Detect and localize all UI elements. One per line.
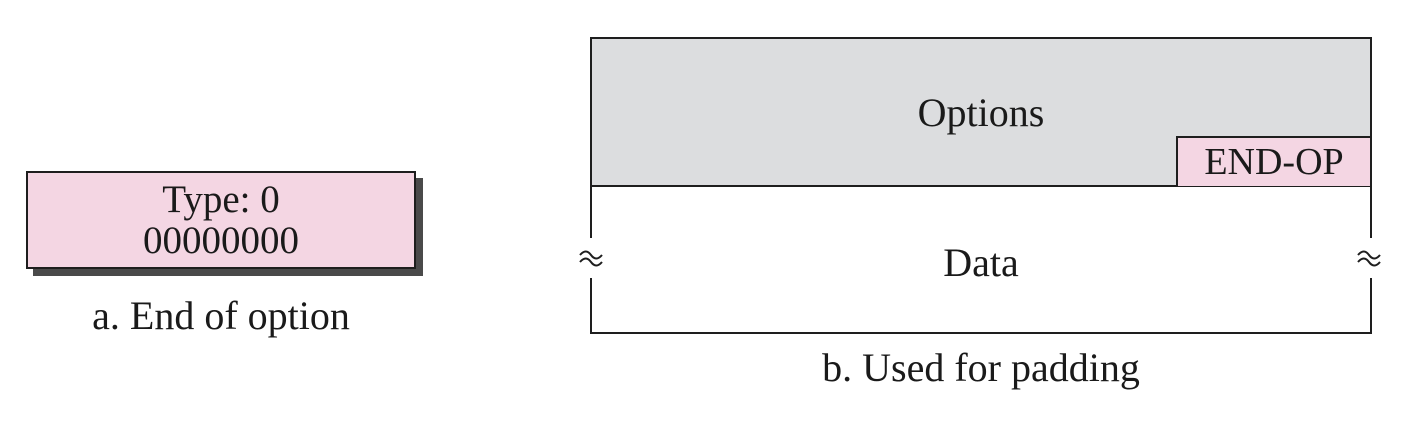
break-mark-left-icon [576, 238, 606, 278]
options-band [592, 39, 1370, 187]
caption-used-for-padding: b. Used for padding [822, 345, 1140, 390]
bits-line: 00000000 [143, 219, 299, 262]
type-line: Type: 0 [162, 178, 280, 221]
end-option-box: Type: 0 00000000 [26, 171, 416, 269]
data-label: Data [943, 240, 1019, 285]
datagram-frame: Options END-OP Data [590, 37, 1372, 334]
options-label: Options [917, 90, 1045, 135]
break-mark-right-icon [1354, 238, 1384, 278]
caption-end-of-option: a. End of option [92, 293, 350, 338]
end-op-cell: END-OP [1176, 136, 1370, 186]
